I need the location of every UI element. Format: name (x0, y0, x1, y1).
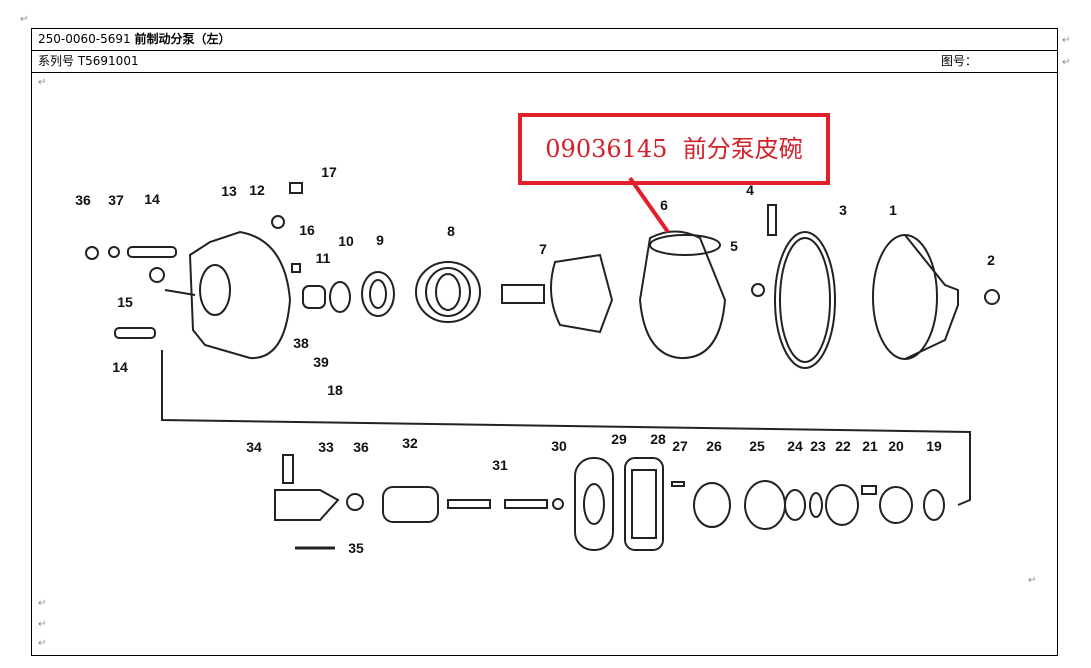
part-number-label: 5 (730, 238, 738, 254)
part-number-label: 13 (221, 183, 237, 199)
part-number-label: 12 (249, 182, 265, 198)
paragraph-mark: ↵ (38, 619, 47, 630)
part-number-label: 35 (348, 540, 364, 556)
part-number-label: 24 (787, 438, 803, 454)
part-number-label: 3 (839, 202, 847, 218)
part-number-label: 4 (746, 182, 754, 198)
part-number-label: 33 (318, 439, 334, 455)
part-number-label: 18 (327, 382, 343, 398)
paragraph-mark: ↵ (38, 638, 47, 649)
part-number-label: 34 (246, 439, 262, 455)
part-number-label: 36 (75, 192, 91, 208)
part-number-label: 26 (706, 438, 722, 454)
part-number: 250-0060-5691 (38, 32, 131, 46)
part-name: 前制动分泵（左） (134, 32, 231, 46)
part-number-label: 28 (650, 431, 666, 447)
part-number-label: 2 (987, 252, 995, 268)
part-number-label: 20 (888, 438, 904, 454)
callout-pointer (628, 176, 670, 234)
part-number-label: 1 (889, 202, 897, 218)
paragraph-mark: ↵ (1028, 575, 1037, 586)
part-number-label: 21 (862, 438, 878, 454)
part-number-label: 14 (144, 191, 160, 207)
header-row-title: 250-0060-5691 前制动分泵（左） (32, 29, 1057, 51)
paragraph-mark: ↵ (1062, 57, 1071, 68)
part-number-label: 31 (492, 457, 508, 473)
part-number-label: 37 (108, 192, 124, 208)
part-number-label: 14 (112, 359, 128, 375)
series-number: 系列号 T5691001 (38, 54, 139, 68)
callout-part-name: 前分泵皮碗 (682, 135, 803, 163)
part-number-label: 9 (376, 232, 384, 248)
paragraph-mark: ↵ (38, 598, 47, 609)
part-number-label: 38 (293, 335, 309, 351)
parts-drawing (85, 182, 1000, 551)
part-number-label: 10 (338, 233, 354, 249)
part-number-label: 11 (316, 250, 331, 266)
part-number-label: 36 (353, 439, 369, 455)
part-number-label: 6 (660, 197, 668, 213)
part-number-label: 15 (117, 294, 133, 310)
paragraph-mark: ↵ (1062, 35, 1071, 46)
part-number-label: 17 (321, 164, 337, 180)
part-number-label: 27 (672, 438, 688, 454)
part-number-label: 16 (299, 222, 315, 238)
callout-part-code: 09036145 (545, 135, 668, 163)
paragraph-mark: ↵ (20, 14, 29, 25)
part-number-label: 23 (810, 438, 826, 454)
figure-number-label: 图号： (940, 54, 977, 68)
part-number-label: 30 (551, 438, 567, 454)
part-number-label: 8 (447, 223, 455, 239)
part-number-label: 29 (611, 431, 627, 447)
highlight-callout-box: 09036145 前分泵皮碗 (518, 113, 830, 185)
part-number-label: 7 (539, 241, 547, 257)
front-housing (188, 230, 292, 360)
part-number-label: 22 (835, 438, 851, 454)
part-number-label: 25 (749, 438, 765, 454)
part-number-label: 39 (313, 354, 329, 370)
paragraph-mark: ↵ (38, 77, 47, 88)
part-number-label: 32 (402, 435, 418, 451)
part-number-label: 19 (926, 438, 942, 454)
header-row-series: 系列号 T5691001 图号： (32, 51, 1057, 73)
document-table: 250-0060-5691 前制动分泵（左） 系列号 T5691001 图号： (31, 28, 1058, 656)
